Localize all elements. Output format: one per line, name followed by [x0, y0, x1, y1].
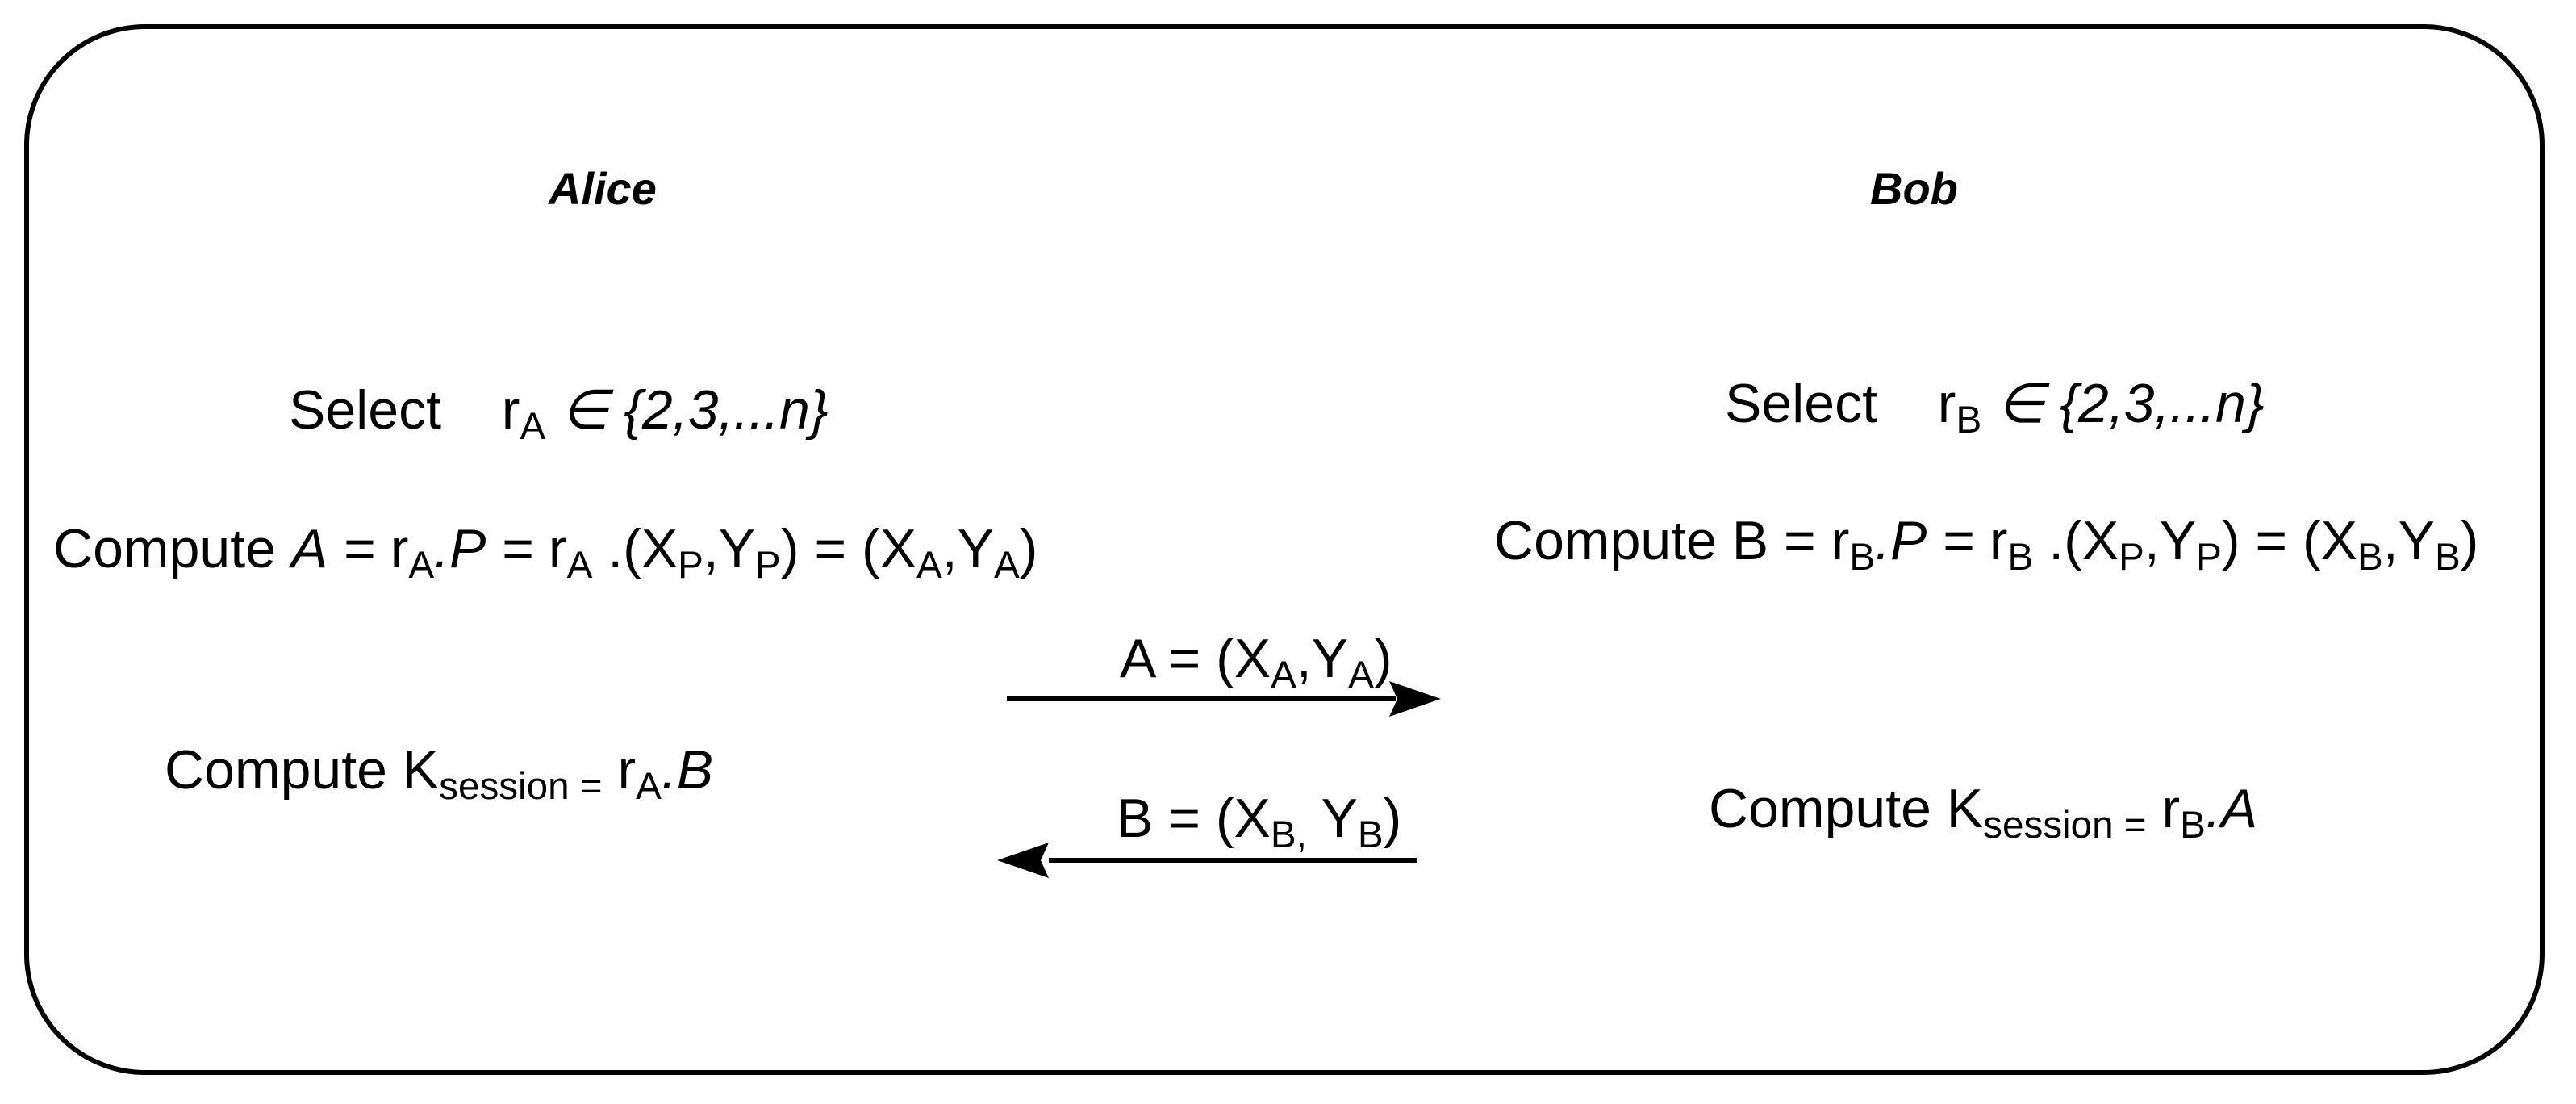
alice-compute-step: Compute A = rA.P = rA .(XP,YP) = (XA,YA) — [53, 518, 1038, 585]
alice-session-var: B — [676, 739, 714, 801]
alice-compute-ya-sub: A — [994, 544, 1020, 588]
bob-compute-yp-sub: P — [2196, 536, 2222, 579]
bob-compute-dot-p: .P — [1875, 510, 1927, 571]
message-to-bob-suffix: ) — [1373, 628, 1392, 689]
alice-session-sub: session = — [439, 765, 603, 809]
arrow-to-alice-head — [997, 843, 1049, 878]
alice-select-set: ∈ {2,3,...n} — [561, 379, 829, 441]
bob-compute-tail4: ,Y — [2382, 510, 2435, 571]
bob-compute-r-sub: B — [1849, 536, 1876, 579]
bob-compute-xb-sub: B — [2357, 536, 2383, 579]
alice-compute-tail2: ,Y — [703, 518, 756, 579]
alice-compute-dot-p: .P — [434, 518, 486, 579]
alice-session-word: Compute K — [165, 739, 440, 801]
bob-compute-tail1: .(X — [2048, 510, 2119, 571]
bob-compute-tail2: ,Y — [2144, 510, 2197, 571]
bob-session-sub: session = — [1983, 804, 2147, 847]
alice-compute-eq1: = — [343, 518, 375, 579]
alice-select-word: Select — [289, 379, 441, 441]
alice-compute-xp-sub: P — [678, 544, 703, 588]
alice-label: Alice — [549, 163, 657, 214]
alice-compute-r2-sub: A — [566, 544, 593, 588]
bob-session-r-sub: B — [2180, 804, 2206, 847]
bob-compute-r2-sub: B — [2007, 536, 2034, 579]
alice-session-step: Compute Ksession = rA.B — [165, 742, 713, 806]
bob-select-set: ∈ {2,3,...n} — [1997, 373, 2265, 434]
alice-compute-eq2: = — [501, 518, 533, 579]
alice-compute-tail4: ,Y — [941, 518, 995, 579]
bob-label: Bob — [1870, 163, 1958, 214]
bob-compute-word: Compute B = — [1494, 510, 1816, 571]
bob-session-r: r — [2146, 778, 2181, 839]
arrow-to-bob-head — [1389, 681, 1441, 717]
alice-compute-a: A — [290, 518, 328, 579]
alice-compute-yp-sub: P — [755, 544, 781, 588]
alice-session-r: r — [602, 739, 637, 801]
message-to-bob-mid: ,Y — [1296, 628, 1349, 689]
bob-compute-xp-sub: P — [2119, 536, 2144, 579]
bob-compute-yb-sub: B — [2434, 536, 2461, 579]
message-to-bob-prefix: A = (X — [1120, 628, 1271, 689]
bob-compute-r2: r — [1989, 510, 2008, 571]
bob-session-dot: . — [2205, 778, 2221, 839]
bob-session-step: Compute Ksession = rB.A — [1709, 778, 2258, 845]
bob-compute-eq2: = — [1942, 510, 1974, 571]
bob-compute-tail3: ) = (X — [2221, 510, 2357, 571]
alice-session-dot: . — [661, 739, 677, 801]
alice-compute-r-sub: A — [408, 544, 435, 588]
alice-compute-r: r — [390, 518, 409, 579]
bob-select-var: r — [1937, 373, 1956, 434]
bob-session-var: A — [2220, 778, 2258, 839]
alice-select-var: r — [501, 379, 520, 441]
alice-compute-tail5: ) — [1019, 518, 1038, 579]
alice-session-r-sub: A — [636, 765, 662, 809]
alice-compute-r2: r — [548, 518, 567, 579]
message-to-alice-suffix: ) — [1383, 788, 1402, 849]
alice-compute-tail1: .(X — [607, 518, 678, 579]
message-to-bob-label: A = (XA,YA) — [1120, 628, 1392, 695]
message-to-bob-x-sub: A — [1271, 654, 1296, 697]
message-to-alice-x-sub: B, — [1270, 813, 1307, 857]
bob-select-word: Select — [1725, 373, 1877, 434]
message-to-alice-mid: Y — [1306, 788, 1358, 849]
bob-compute-tail5: ) — [2460, 510, 2479, 571]
alice-compute-word: Compute — [53, 518, 276, 579]
message-to-alice-y-sub: B — [1357, 813, 1384, 857]
bob-select-sub: B — [1956, 399, 1982, 442]
arrow-to-alice — [997, 843, 1417, 878]
message-to-alice-prefix: B = (X — [1117, 788, 1271, 849]
alice-select-sub: A — [520, 405, 546, 449]
message-to-alice-label: B = (XB, YB) — [1117, 788, 1402, 855]
bob-session-word: Compute K — [1709, 778, 1984, 839]
message-to-bob-y-sub: A — [1348, 654, 1374, 697]
bob-compute-step: Compute B = rB.P = rB .(XP,YP) = (XB,YB) — [1494, 510, 2479, 577]
alice-compute-xa-sub: A — [916, 544, 942, 588]
alice-compute-tail3: ) = (X — [780, 518, 917, 579]
bob-compute-r: r — [1831, 510, 1850, 571]
diagram-frame — [24, 24, 2545, 1075]
arrow-to-bob — [1007, 681, 1441, 717]
